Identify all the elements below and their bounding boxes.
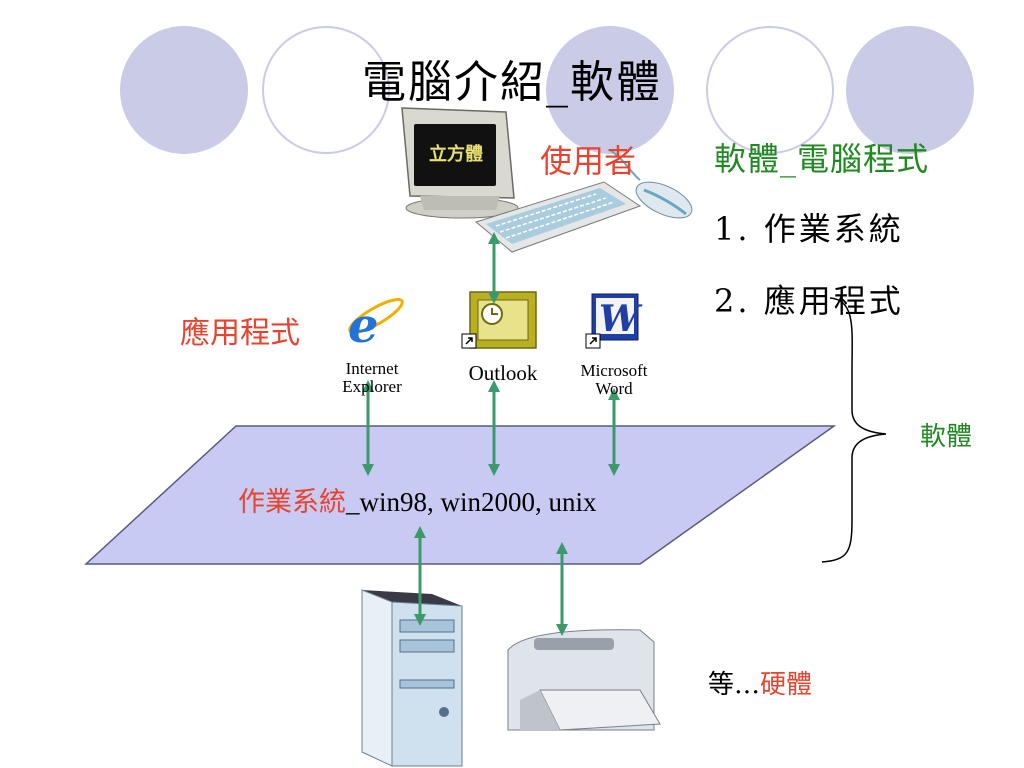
software-brace-label: 軟體 bbox=[920, 422, 973, 452]
software-list-heading: 軟體_電腦程式 bbox=[714, 140, 930, 178]
word-icon-glyph: W bbox=[599, 298, 643, 340]
monitor-screen-text: 立方體 bbox=[429, 144, 483, 165]
decor-circle-5 bbox=[846, 26, 974, 154]
ie-caption-line2: Explorer bbox=[342, 377, 402, 396]
os-plane bbox=[84, 425, 837, 565]
decor-circle-3 bbox=[546, 26, 674, 154]
decor-circle-1 bbox=[120, 26, 248, 154]
mouse-icon bbox=[609, 149, 693, 219]
monitor-icon bbox=[401, 107, 519, 219]
hardware-label-prefix: 等… bbox=[708, 670, 761, 700]
decor-circle-4 bbox=[706, 26, 834, 154]
word-icon[interactable]: W bbox=[585, 293, 643, 349]
hardware-label: 等…硬體 bbox=[708, 664, 812, 701]
word-caption: Microsoft Word bbox=[564, 362, 664, 398]
software-list-item-os: 1. 作業系統 bbox=[714, 210, 904, 248]
pc-tower-icon bbox=[361, 589, 463, 767]
ie-caption-line1: Internet bbox=[345, 359, 399, 378]
software-list-item-apps: 2. 應用程式 bbox=[714, 282, 904, 320]
os-label-suffix: _win98, win2000, unix bbox=[346, 487, 597, 517]
outlook-caption: Outlook bbox=[468, 361, 538, 385]
os-label: 作業系統_win98, win2000, unix bbox=[238, 480, 597, 519]
connection-arrows bbox=[362, 232, 620, 636]
outlook-icon[interactable] bbox=[461, 291, 537, 349]
ie-caption: Internet Explorer bbox=[326, 360, 418, 396]
user-label: 使用者 bbox=[540, 142, 637, 180]
word-caption-line1: Microsoft bbox=[580, 361, 648, 380]
printer-icon bbox=[507, 629, 661, 731]
word-caption-line2: Word bbox=[595, 379, 633, 398]
keyboard-icon bbox=[474, 181, 642, 253]
decor-circle-2 bbox=[262, 26, 390, 154]
right-brace bbox=[821, 297, 887, 563]
application-label: 應用程式 bbox=[180, 316, 300, 351]
slide-title: 電腦介紹_軟體 bbox=[362, 57, 662, 108]
os-label-prefix: 作業系統 bbox=[238, 487, 346, 518]
svg-text:e: e bbox=[348, 298, 379, 354]
hardware-label-suffix: 硬體 bbox=[760, 670, 813, 700]
internet-explorer-icon[interactable]: e bbox=[346, 294, 406, 354]
